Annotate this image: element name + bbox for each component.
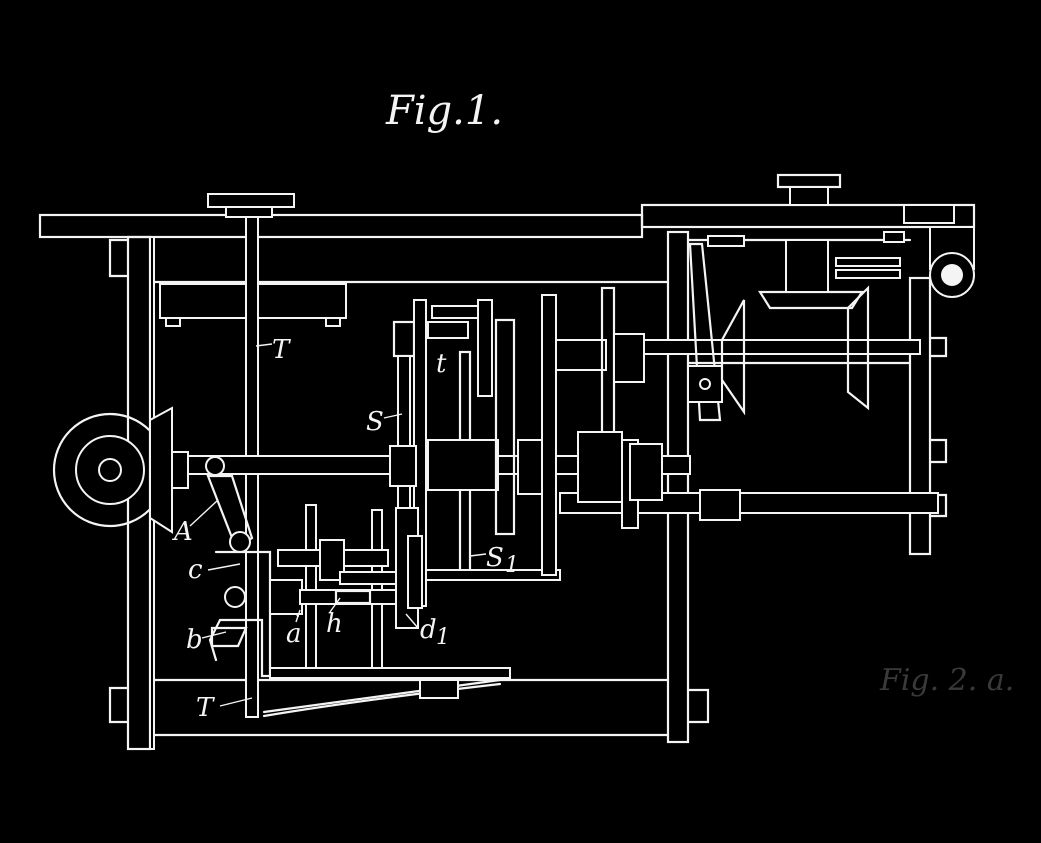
top-knob-left	[207, 193, 295, 218]
label-T-top: T	[272, 335, 291, 365]
right-bevel-gear-vertical	[720, 299, 746, 416]
top-plate	[38, 203, 976, 239]
right-lower-bearing	[699, 489, 741, 521]
ghost-caption: Fig. 2. a.	[879, 663, 1014, 698]
labels: T t S A c b a h d 1 S 1 T	[172, 335, 519, 723]
gear-S	[389, 299, 427, 629]
figure-title: Fig.1.	[385, 88, 503, 134]
gear-right-column	[577, 286, 663, 529]
label-A: A	[172, 517, 193, 547]
label-T-bottom: T	[196, 693, 215, 723]
label-S: S	[366, 407, 384, 437]
label-a: a	[286, 619, 302, 649]
catch-a	[269, 579, 303, 618]
label-d1-sub: 1	[436, 625, 450, 650]
bracket-c	[208, 550, 272, 678]
label-h: h	[326, 609, 343, 639]
right-bracket-wall	[908, 226, 975, 556]
top-knob-right	[776, 173, 842, 206]
label-c: c	[188, 555, 203, 585]
lever-A	[205, 456, 254, 608]
gear-t	[431, 294, 607, 576]
gear-S1	[425, 321, 561, 581]
label-S1-sub: 1	[505, 553, 519, 578]
middle-partition-wall	[666, 230, 710, 744]
label-t: t	[436, 349, 447, 379]
label-d1: d	[420, 615, 437, 645]
leaf-spring	[262, 667, 511, 718]
left-bevel-gear	[52, 406, 189, 534]
right-bevel-gear-horizontal	[707, 231, 905, 411]
right-lever	[687, 242, 723, 422]
label-S1: S	[486, 543, 504, 573]
label-b: b	[186, 625, 203, 655]
